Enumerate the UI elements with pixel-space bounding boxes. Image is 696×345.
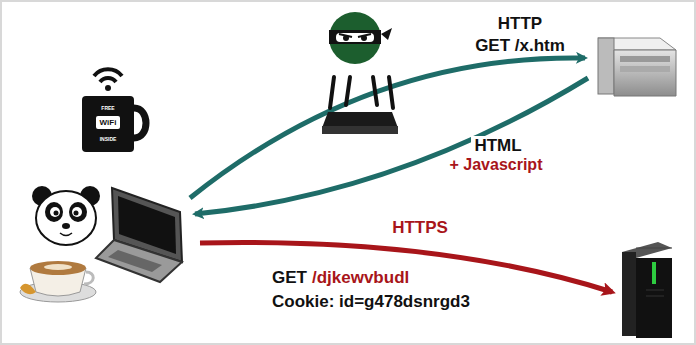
laptop-icon — [96, 188, 182, 282]
payload-label: + Javascript — [447, 156, 546, 174]
cookie-label: Cookie: id=g478dsnrgd3 — [272, 292, 470, 312]
ninja-icon — [329, 12, 392, 64]
panda-icon — [32, 186, 100, 245]
wifi-mug-icon — [82, 69, 146, 152]
protocol-label: HTTPS — [389, 218, 451, 238]
coffee-cup-icon — [20, 261, 96, 302]
mug-text: WiFi — [100, 118, 117, 127]
protocol-label: HTTP — [498, 14, 542, 34]
tower-server-icon — [622, 242, 672, 338]
request-label: GET /x.htm — [475, 36, 565, 56]
mug-text: INSIDE — [100, 137, 117, 143]
request-label: GET — [272, 268, 307, 288]
response-label: HTML — [471, 136, 524, 156]
server-icon — [598, 38, 676, 96]
mug-text: FREE — [101, 106, 114, 112]
router-icon — [322, 77, 398, 134]
request-path-label: /djkewvbudl — [312, 268, 409, 288]
